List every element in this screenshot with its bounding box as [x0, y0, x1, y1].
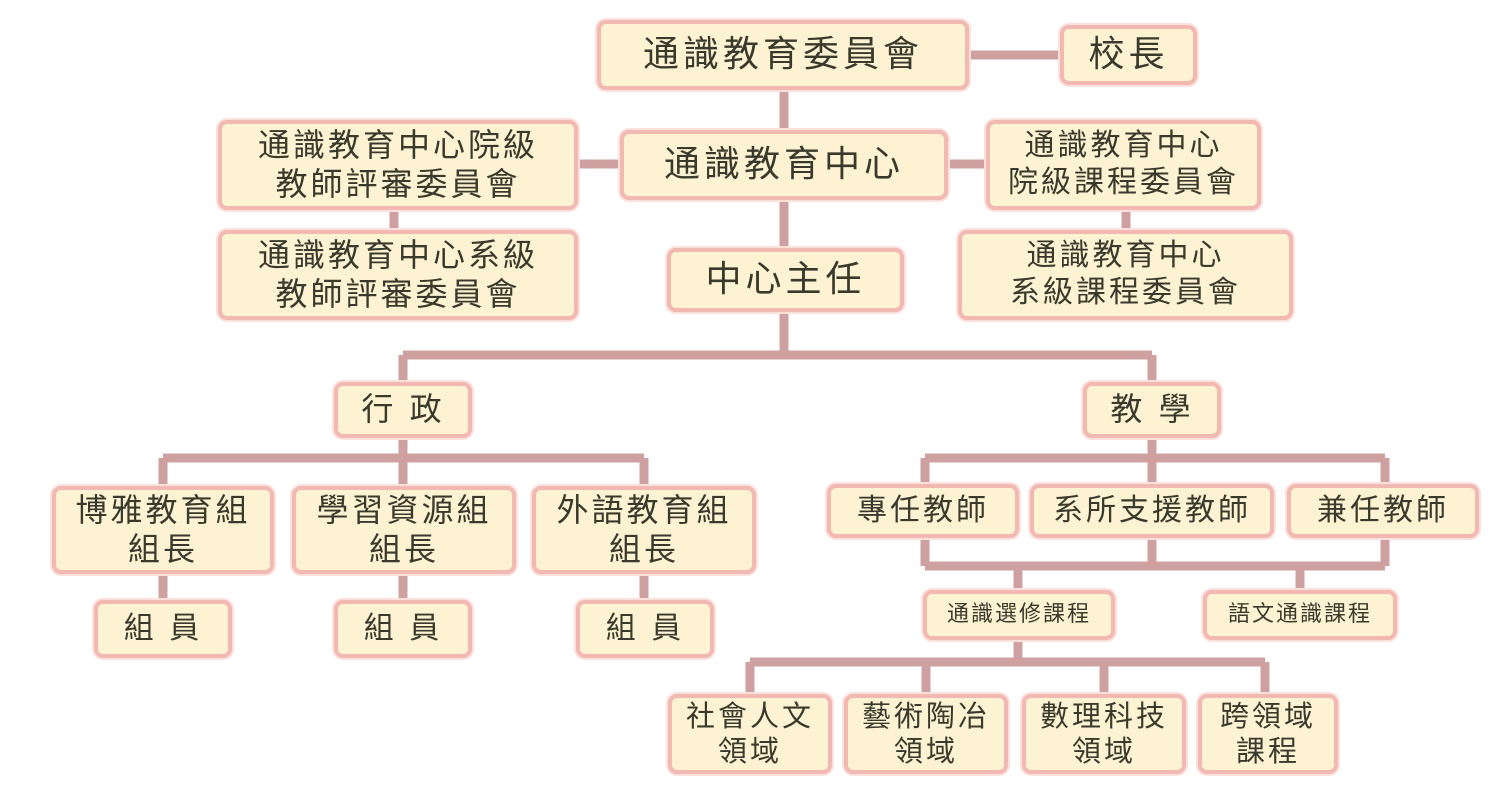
node-parttime-teacher: 兼任教師: [1287, 484, 1479, 538]
node-learning-resources-leader: 學習資源組 組長: [292, 486, 516, 574]
node-arts-line2: 領域: [893, 734, 958, 768]
node-admin: 行 政: [334, 382, 472, 438]
node-member-foreign-language: 組 員: [576, 600, 714, 658]
node-dept-teacher-review-line2: 教師評審委員會: [275, 275, 521, 313]
node-dept-curriculum-line1: 通識教育中心: [1026, 238, 1225, 274]
node-learning-resources-leader-line1: 學習資源組: [316, 490, 492, 529]
node-dept-curriculum: 通識教育中心 系級課程委員會: [958, 230, 1293, 320]
node-president-label: 校長: [1088, 34, 1169, 76]
node-interdisciplinary: 跨領域 課程: [1198, 694, 1338, 774]
node-dept-teacher-review-line1: 通識教育中心系級: [257, 235, 538, 274]
node-committee: 通識教育委員會: [597, 20, 969, 90]
node-science-tech-line2: 領域: [1071, 734, 1136, 768]
node-teaching: 教 學: [1083, 382, 1221, 438]
node-learning-resources-leader-line2: 組長: [368, 530, 439, 568]
node-liberal-arts-leader: 博雅教育組 組長: [52, 486, 274, 574]
node-science-tech-line1: 數理科技: [1039, 698, 1168, 733]
node-ge-elective: 通識選修課程: [923, 590, 1115, 640]
node-arts-line1: 藝術陶冶: [861, 698, 990, 733]
node-liberal-arts-leader-line1: 博雅教育組: [75, 490, 251, 529]
node-teaching-label: 教 學: [1110, 390, 1194, 429]
node-interdisciplinary-line1: 跨領域: [1219, 698, 1316, 733]
node-college-teacher-review-line1: 通識教育中心院級: [257, 125, 538, 164]
node-interdisciplinary-line2: 課程: [1235, 734, 1300, 768]
node-director: 中心主任: [667, 248, 904, 312]
node-member-liberal-arts: 組 員: [94, 600, 232, 658]
node-foreign-language-leader-line2: 組長: [608, 530, 679, 568]
node-college-curriculum-line1: 通識教育中心: [1024, 128, 1223, 164]
node-dept-support-teacher-label: 系所支援教師: [1053, 492, 1251, 528]
node-center: 通識教育中心: [620, 130, 948, 200]
node-college-teacher-review: 通識教育中心院級 教師評審委員會: [218, 120, 578, 210]
node-center-label: 通識教育中心: [663, 144, 904, 186]
node-language-ge-label: 語文通識課程: [1227, 601, 1372, 627]
node-committee-label: 通識教育委員會: [642, 34, 923, 76]
node-dept-curriculum-line2: 系級課程委員會: [1010, 275, 1241, 310]
node-language-ge: 語文通識課程: [1203, 590, 1397, 640]
node-college-teacher-review-line2: 教師評審委員會: [275, 165, 521, 203]
node-college-curriculum: 通識教育中心 院級課程委員會: [986, 120, 1261, 210]
node-college-curriculum-line2: 院級課程委員會: [1008, 165, 1239, 200]
node-member-learning-resources-label: 組 員: [363, 610, 443, 646]
node-arts: 藝術陶冶 領域: [844, 694, 1008, 774]
node-member-liberal-arts-label: 組 員: [123, 610, 203, 646]
node-member-foreign-language-label: 組 員: [605, 610, 685, 646]
node-humanities-line1: 社會人文: [685, 698, 814, 733]
node-parttime-teacher-label: 兼任教師: [1317, 492, 1449, 528]
node-admin-label: 行 政: [361, 390, 445, 429]
node-fulltime-teacher-label: 專任教師: [857, 492, 989, 528]
node-member-learning-resources: 組 員: [334, 600, 472, 658]
node-fulltime-teacher: 專任教師: [827, 484, 1019, 538]
node-dept-teacher-review: 通識教育中心系級 教師評審委員會: [218, 230, 578, 320]
node-humanities-line2: 領域: [717, 734, 782, 768]
node-director-label: 中心主任: [705, 259, 866, 301]
node-president: 校長: [1060, 25, 1197, 85]
node-foreign-language-leader-line1: 外語教育組: [556, 490, 732, 529]
node-humanities: 社會人文 領域: [668, 694, 832, 774]
node-liberal-arts-leader-line2: 組長: [127, 530, 198, 568]
node-dept-support-teacher: 系所支援教師: [1030, 484, 1274, 538]
node-foreign-language-leader: 外語教育組 組長: [532, 486, 756, 574]
node-science-tech: 數理科技 領域: [1022, 694, 1186, 774]
node-ge-elective-label: 通識選修課程: [946, 601, 1091, 627]
